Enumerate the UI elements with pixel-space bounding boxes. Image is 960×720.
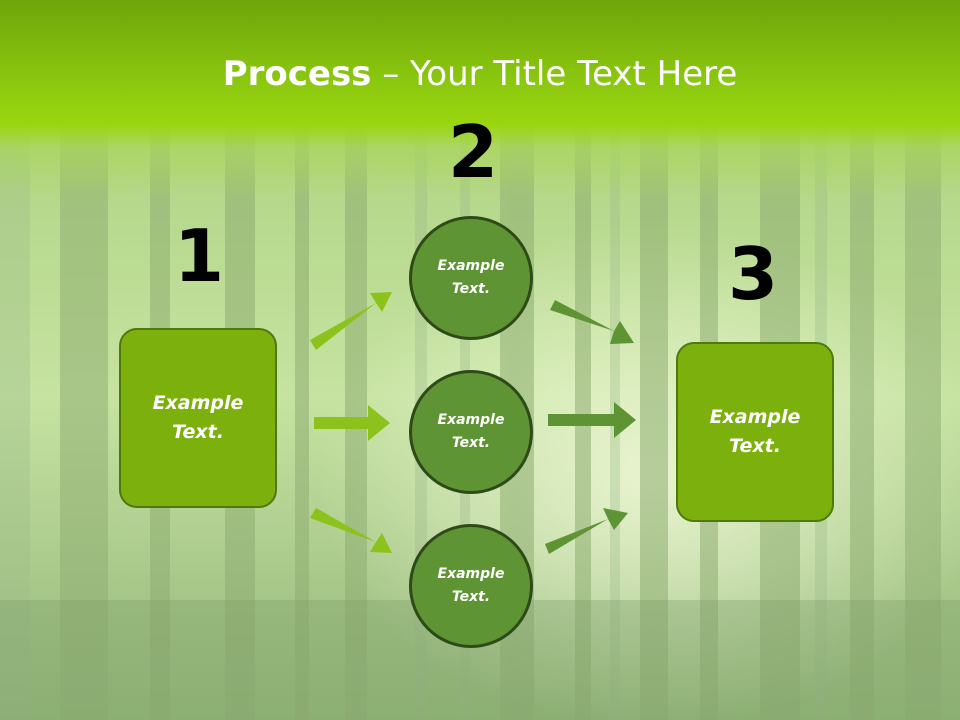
- arrow-1-to-2b: [314, 405, 390, 441]
- title-rest: – Your Title Text Here: [371, 54, 738, 94]
- arrow-2a-to-3: [550, 300, 634, 344]
- step-2-node-3: Example Text.: [409, 524, 533, 648]
- arrow-2c-to-3: [545, 508, 628, 554]
- title-bold: Process: [222, 54, 372, 94]
- title-band: [0, 0, 960, 200]
- arrow-1-to-2a: [310, 292, 392, 350]
- step-number-3: 3: [727, 232, 779, 316]
- node-2-label: Example Text.: [437, 412, 505, 451]
- step-2-node-1: Example Text.: [409, 216, 533, 340]
- arrow-1-to-2c: [310, 508, 392, 553]
- arrow-2b-to-3: [548, 402, 636, 438]
- node-3-label: Example Text.: [437, 566, 505, 605]
- step-number-1: 1: [173, 214, 225, 298]
- step-2-node-2: Example Text.: [409, 370, 533, 494]
- step-1-box: Example Text.: [119, 328, 277, 508]
- step-3-box: Example Text.: [676, 342, 834, 522]
- step-3-label: Example Text.: [709, 406, 801, 457]
- node-1-label: Example Text.: [437, 258, 505, 297]
- step-1-label: Example Text.: [152, 392, 244, 443]
- step-number-2: 2: [447, 110, 499, 194]
- slide-title: Process – Your Title Text Here: [0, 52, 960, 96]
